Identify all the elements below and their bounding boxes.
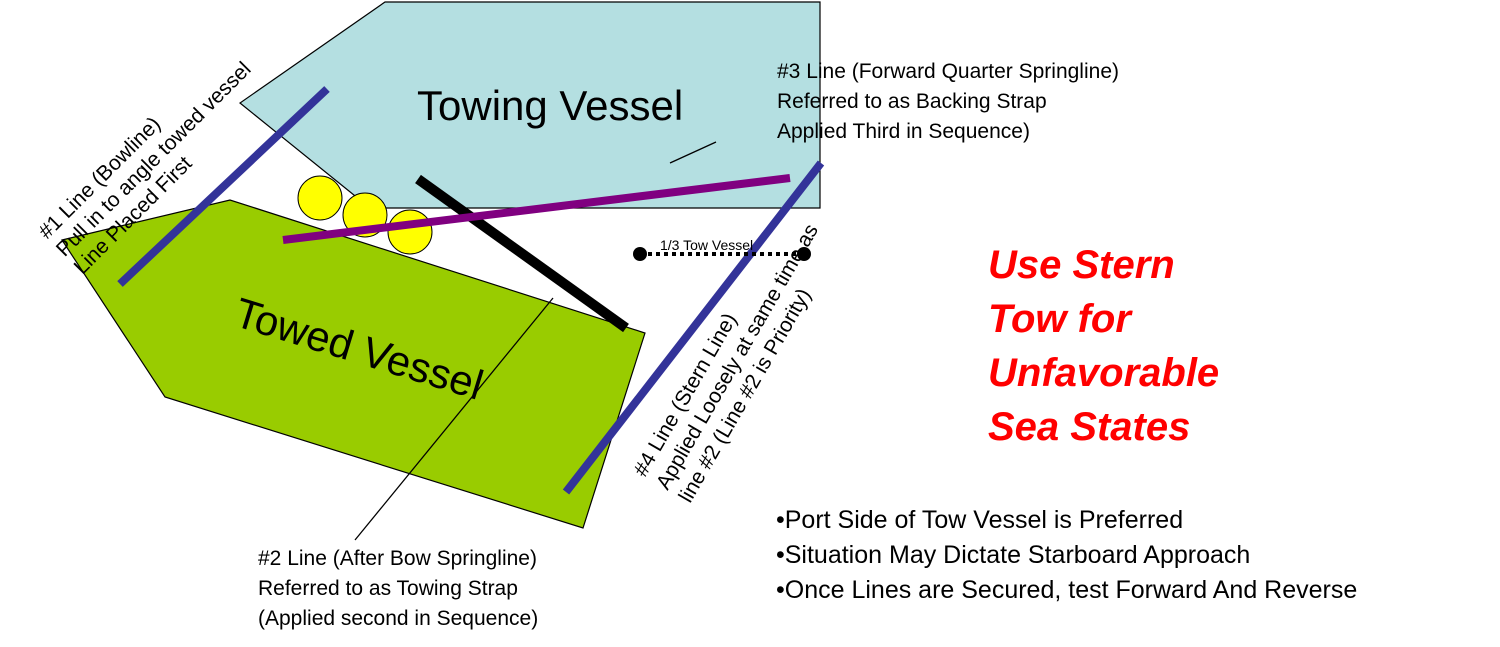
measure-dot-right: [797, 247, 811, 261]
callout-line-4: Sea States: [988, 405, 1191, 449]
line2-label: #2 Line (After Bow Springline) Referred …: [258, 547, 538, 630]
leader-line2: [354, 297, 554, 541]
line3-label: #3 Line (Forward Quarter Springline) Ref…: [777, 60, 1119, 143]
towing-vessel-label: Towing Vessel: [417, 82, 683, 129]
line2-text-1: #2 Line (After Bow Springline): [258, 547, 537, 570]
line1-bowline: [117, 86, 330, 287]
line3-text-3: Applied Third in Sequence): [777, 120, 1030, 143]
line2-text-2: Referred to as Towing Strap: [258, 577, 518, 600]
leader-line3: [669, 141, 717, 164]
measure-dot-left: [633, 247, 647, 261]
callout-line-2: Tow for: [988, 297, 1131, 341]
callout-line-1: Use Stern: [988, 243, 1175, 287]
note-item: •Once Lines are Secured, test Forward An…: [776, 576, 1358, 604]
fender-1: [297, 175, 343, 221]
note-item: •Port Side of Tow Vessel is Preferred: [776, 506, 1184, 534]
line4-text-2: Applied Loosely at same time as: [652, 220, 823, 493]
line4-stern-line: [562, 160, 825, 495]
stern-tow-callout: Use Stern Tow for Unfavorable Sea States: [988, 238, 1288, 454]
towing-vessel-hull: [239, 1, 821, 209]
measure-label: 1/3 Tow Vessel: [660, 237, 753, 253]
line3-text-1: #3 Line (Forward Quarter Springline): [777, 60, 1119, 83]
fender-3: [387, 209, 433, 255]
note-item: •Situation May Dictate Starboard Approac…: [776, 541, 1251, 569]
line2-text-3: (Applied second in Sequence): [258, 607, 538, 630]
line3-backing-strap: [282, 174, 791, 244]
line2-after-bow-springline: [415, 174, 629, 333]
callout-line-3: Unfavorable: [988, 351, 1220, 395]
line3-text-2: Referred to as Backing Strap: [777, 90, 1047, 113]
notes-list: •Port Side of Tow Vessel is Preferred •S…: [776, 503, 1357, 608]
